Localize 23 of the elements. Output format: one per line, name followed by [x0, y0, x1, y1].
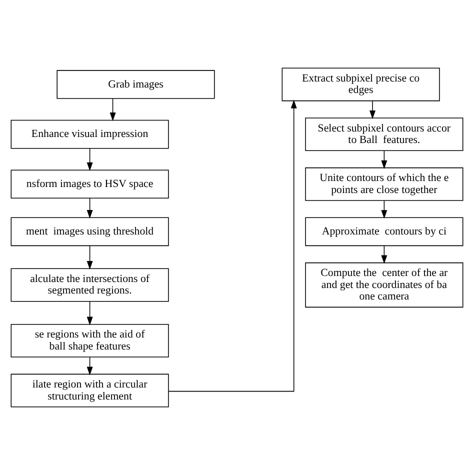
arrow [110, 98, 116, 121]
arrow [86, 198, 93, 218]
arrow [86, 245, 93, 270]
node-box: se regions with the aid of ball shape features [10, 323, 169, 357]
node-box: Extract subpixel precise co edges [282, 67, 440, 101]
node-box: nsform images to HSV space [10, 169, 169, 198]
arrow [86, 356, 93, 375]
arrow [381, 200, 388, 218]
arrow [381, 150, 388, 168]
arrow [381, 245, 388, 264]
node-box: Select subpixel contours accor to Ball features. [305, 117, 464, 151]
arrow [86, 300, 93, 325]
node-box: Compute the center of the ar and get the coordinates of ba one camera [305, 262, 464, 308]
node-box: Unite contours of which the e points are close together [305, 166, 464, 200]
node-box: Approximate contours by ci [305, 216, 464, 246]
node-box: ment images using threshold [10, 216, 169, 246]
arrow [168, 99, 297, 392]
node-box: alculate the intersections of segmented regions. [10, 268, 169, 302]
arrow [370, 100, 376, 119]
node-box: Grab images [56, 70, 215, 98]
arrow [86, 148, 93, 170]
node-box: Enhance visual impression [10, 119, 169, 148]
node-box: ilate region with a circular structuring element [10, 373, 169, 407]
